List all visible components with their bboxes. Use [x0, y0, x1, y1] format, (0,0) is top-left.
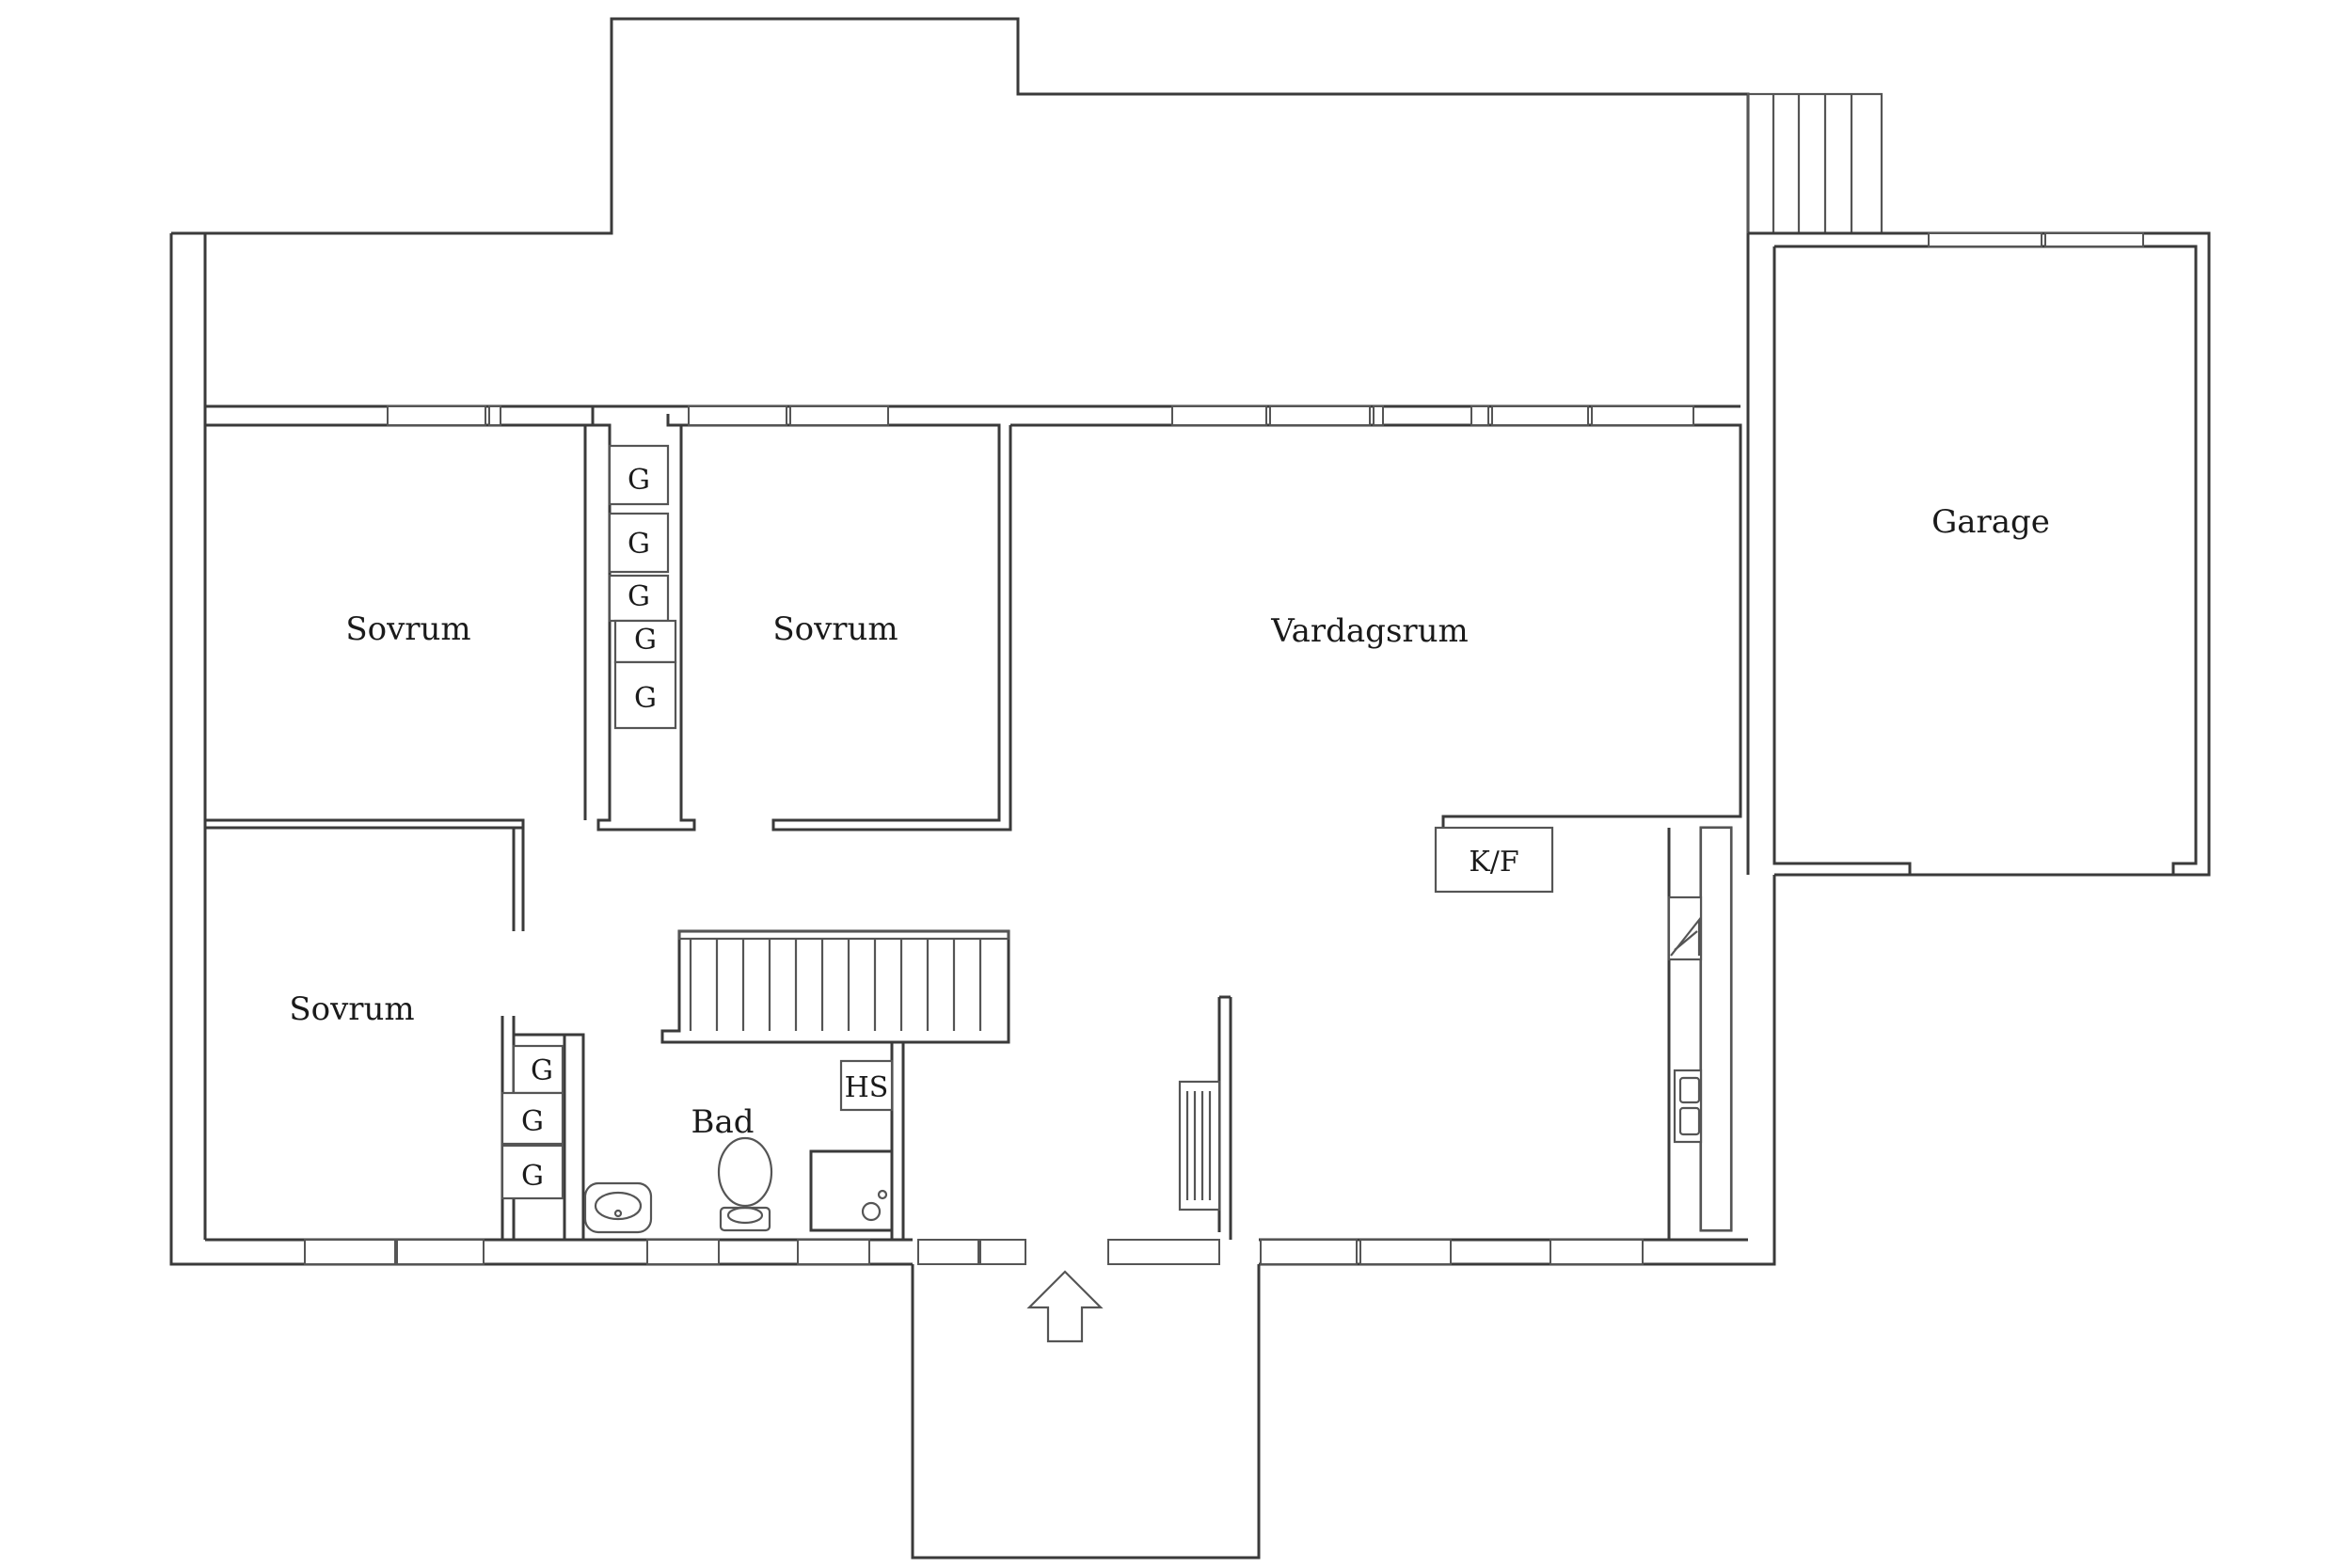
closet-tag: G: [634, 624, 657, 657]
windows-top: [387, 405, 1694, 426]
kitchen-counter: [1667, 826, 1733, 1240]
closet-tag: G: [634, 682, 657, 715]
closet-tag: G: [521, 1160, 544, 1193]
closet-tag: G: [628, 528, 650, 561]
room-label-sovrum-2: Sovrum: [772, 610, 898, 648]
closet-tag: G: [628, 464, 650, 497]
closet-tag: G: [531, 1054, 553, 1087]
terrace-outline: [171, 17, 1750, 235]
staircase-icon: [660, 929, 1010, 1044]
house-outer-walls: [169, 233, 1776, 1266]
bedroom-3-walls: [205, 826, 585, 1240]
bedroom-1-walls: [203, 425, 587, 828]
room-label-sovrum-1: Sovrum: [345, 610, 470, 648]
garage-walls: [1748, 231, 2211, 877]
windows-bottom: [304, 1239, 1644, 1265]
fridge-freezer: [1434, 826, 1554, 894]
closet-column: [591, 414, 696, 832]
bathroom-walls: [581, 1040, 1009, 1240]
closet-tag: G: [628, 580, 650, 613]
room-label-garage: Garage: [1931, 503, 2050, 541]
entrance-porch: [911, 1264, 1261, 1560]
closet-bottom: [501, 1035, 566, 1242]
outer-steps: [1746, 92, 1883, 235]
hs-tag: HS: [845, 1071, 889, 1104]
room-label-vardagsrum: Vardagsrum: [1270, 612, 1469, 650]
shower-icon: [809, 1149, 894, 1232]
stove-icon: [1667, 895, 1703, 961]
sink-icon: [1673, 1069, 1703, 1144]
closet-tag: G: [521, 1105, 544, 1138]
room-label-sovrum-3: Sovrum: [289, 990, 414, 1028]
sink-bathroom-icon: [583, 1181, 653, 1234]
kf-tag: K/F: [1469, 846, 1518, 879]
room-label-bad: Bad: [691, 1103, 754, 1141]
radiator-icon: [1178, 1080, 1221, 1212]
entrance-arrow-icon: [1026, 1270, 1104, 1343]
hall-partition: [1217, 995, 1232, 1240]
toilet-icon: [717, 1136, 773, 1232]
